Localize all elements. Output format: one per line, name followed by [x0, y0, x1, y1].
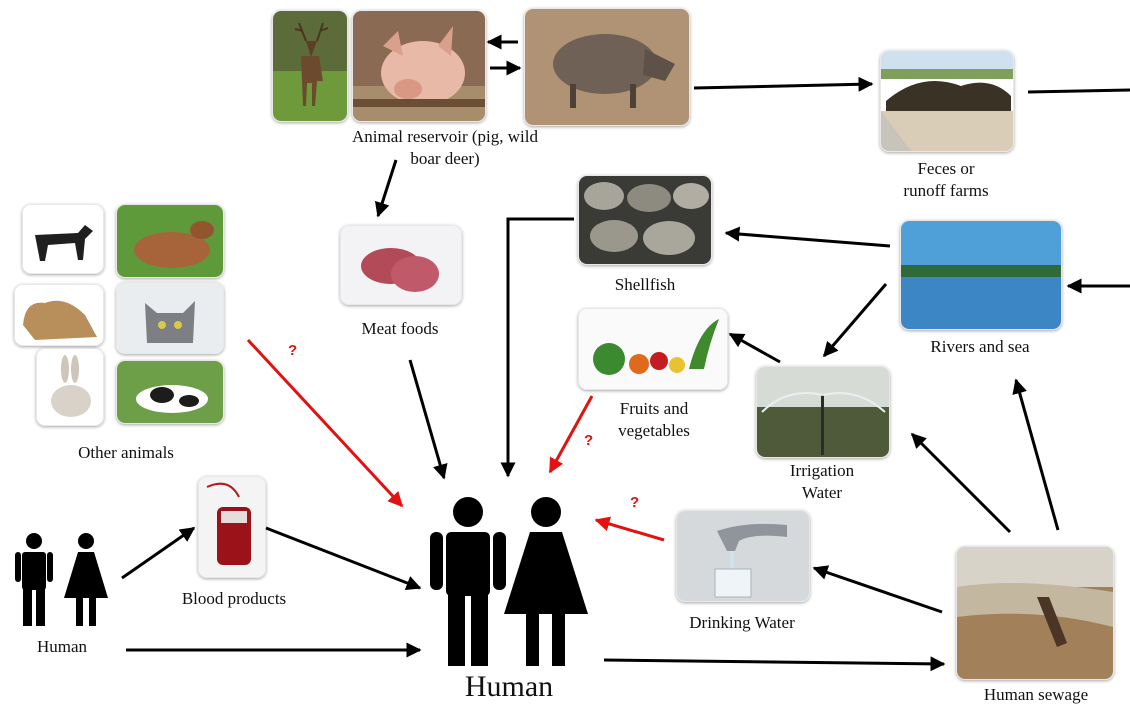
arrow-sewage-to-drinking — [814, 568, 942, 612]
fruits-label-line2: vegetables — [596, 420, 712, 442]
arrow-shellfish-to-human — [508, 219, 574, 476]
irrigation-label-line1: Irrigation — [762, 460, 882, 482]
human-center-label: Human — [444, 670, 574, 704]
blood-products-label: Blood products — [164, 588, 304, 610]
irrigation-water-label: Irrigation Water — [762, 460, 882, 504]
uncertain-mark-other-animals: ? — [288, 342, 297, 359]
drinking-water-label: Drinking Water — [672, 612, 812, 634]
animal-reservoir-label: Animal reservoir (pig, wild boar deer) — [330, 126, 560, 170]
human-sewage-label: Human sewage — [964, 684, 1108, 706]
arrow-sewage-to-rivers — [1016, 380, 1058, 530]
arrow-meat-to-human — [410, 360, 444, 478]
arrow-irrigation-to-fruits — [730, 334, 780, 362]
feces-label-line2: runoff farms — [886, 180, 1006, 202]
feces-label: Feces or runoff farms — [886, 158, 1006, 202]
animal-reservoir-label-line2: boar deer) — [330, 148, 560, 170]
feces-label-line1: Feces or — [886, 158, 1006, 180]
shellfish-label: Shellfish — [590, 274, 700, 296]
arrow-human-to-sewage — [604, 660, 944, 664]
arrow-sewage-to-irrigation — [912, 434, 1010, 532]
other-animals-label: Other animals — [56, 442, 196, 464]
meat-foods-label: Meat foods — [340, 318, 460, 340]
uncertain-mark-fruits: ? — [584, 432, 593, 449]
arrow-other-animals-to-human — [248, 340, 402, 506]
arrow-drinking-to-human — [596, 520, 664, 540]
line-feces-right — [1028, 90, 1130, 92]
human-left-label: Human — [20, 636, 104, 658]
animal-reservoir-label-line1: Animal reservoir (pig, wild — [330, 126, 560, 148]
arrow-rivers-to-shellfish — [726, 233, 890, 246]
irrigation-label-line2: Water — [762, 482, 882, 504]
uncertain-mark-drinking: ? — [630, 494, 639, 511]
arrow-blood-to-human — [266, 528, 420, 588]
fruits-vegetables-label: Fruits and vegetables — [596, 398, 712, 442]
rivers-sea-label: Rivers and sea — [910, 336, 1050, 358]
arrow-reservoir-to-feces — [694, 84, 872, 88]
fruits-label-line1: Fruits and — [596, 398, 712, 420]
arrow-human-to-blood — [122, 528, 194, 578]
arrow-rivers-to-irrigation — [824, 284, 886, 356]
